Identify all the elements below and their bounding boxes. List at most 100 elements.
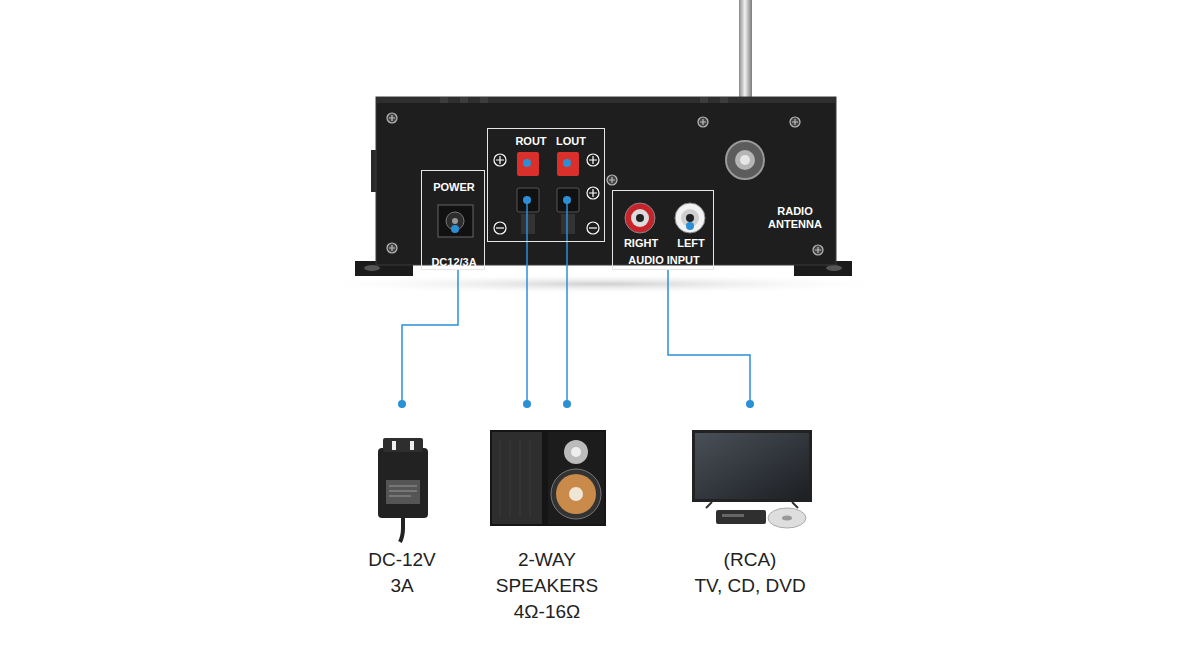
- panel-label: POWER: [433, 181, 475, 194]
- dc-jack: [452, 218, 458, 224]
- speaker-terminals: [587, 154, 599, 166]
- connector-dot: [523, 400, 531, 408]
- rca-sockets: [686, 214, 694, 222]
- screw: [815, 247, 821, 253]
- tv-and-players: [722, 514, 744, 517]
- connector-line: [668, 270, 750, 402]
- amplifier-housing: [700, 97, 708, 103]
- speaker-terminals: [557, 188, 579, 212]
- panel-label: LEFT: [677, 237, 705, 250]
- tv-and-players: [716, 510, 766, 524]
- speaker-terminals: [494, 154, 599, 234]
- speaker-device: 2-WAYSPEAKERS4Ω-16Ω: [465, 402, 630, 628]
- connector-dot: [746, 400, 754, 408]
- screw: [387, 113, 823, 255]
- speaker-terminals: [521, 214, 535, 234]
- tv-and-players: [692, 430, 812, 528]
- panel-label: AUDIO INPUT: [628, 254, 700, 267]
- speaker-terminals: [589, 189, 597, 197]
- tv-and-players: [706, 502, 798, 508]
- amplifier-housing: [440, 97, 448, 103]
- power-adapter: [410, 441, 414, 450]
- antenna-nut: [726, 141, 764, 179]
- panel-label: ROUT: [515, 135, 546, 148]
- power-adapter: [378, 448, 428, 518]
- connector-line: [566, 242, 568, 402]
- antenna-nut: [740, 155, 750, 165]
- rca-sockets: [631, 209, 649, 227]
- adapter-device: DC-12V3A: [355, 402, 450, 602]
- connector-line: [526, 242, 528, 402]
- amplifier-housing: [303, 274, 903, 294]
- panel-label: DC12/3A: [431, 256, 476, 269]
- power-adapter: [392, 441, 396, 450]
- tv-and-players: [692, 430, 812, 502]
- power-adapter: [383, 438, 423, 452]
- bookshelf-speaker: [492, 432, 542, 524]
- bookshelf-speaker: [556, 474, 596, 514]
- screw: [698, 117, 708, 127]
- tv-and-players: [768, 508, 806, 528]
- tv-and-players: [695, 433, 809, 499]
- antenna-nut: [726, 141, 764, 179]
- rca-sockets: [625, 203, 655, 233]
- screw: [387, 243, 397, 253]
- audio-input-panel: RIGHT LEFT AUDIO INPUT: [612, 190, 714, 270]
- antenna-nut: [735, 150, 755, 170]
- speaker-terminals: [517, 152, 539, 176]
- device-label: 4Ω-16Ω: [514, 600, 580, 624]
- speaker-terminals: [589, 156, 597, 164]
- bookshelf-speaker: [490, 430, 606, 526]
- panel-label: RADIO ANTENNA: [758, 205, 832, 231]
- rca-sockets: [675, 203, 705, 233]
- screw: [790, 117, 800, 127]
- power-adapter: [378, 438, 428, 542]
- speaker-terminals: [496, 156, 504, 164]
- power-adapter: [389, 486, 417, 496]
- bookshelf-speaker: [500, 440, 530, 516]
- dc-jack: [438, 205, 473, 237]
- screw: [389, 245, 395, 251]
- connector-line: [402, 270, 458, 402]
- device-label: TV, CD, DVD: [694, 574, 805, 598]
- amplifier-housing: [826, 265, 842, 271]
- screw: [387, 113, 397, 123]
- screw: [389, 115, 395, 121]
- device-label: DC-12V: [368, 548, 436, 572]
- speaker-terminals: [557, 152, 579, 176]
- amplifier-housing: [303, 0, 903, 294]
- rca-sockets: [686, 222, 694, 230]
- speaker-terminals: [523, 159, 531, 167]
- device-label: 3A: [390, 574, 413, 598]
- panel-label: RIGHT: [624, 237, 658, 250]
- power-adapter: [386, 480, 420, 504]
- amplifier-housing: [376, 97, 836, 265]
- speaker-terminals: [517, 188, 539, 212]
- amplifier-housing: [376, 97, 836, 103]
- screw: [607, 175, 617, 185]
- screw: [700, 119, 706, 125]
- bookshelf-speaker: [564, 440, 588, 464]
- bookshelf-speaker: [569, 487, 583, 501]
- device-label: SPEAKERS: [496, 574, 598, 598]
- amplifier-housing: [480, 97, 488, 103]
- speaker-terminals: [527, 200, 567, 242]
- speaker-terminals: [494, 152, 599, 242]
- speaker-terminals: [494, 222, 506, 234]
- dc-jack: [438, 205, 473, 237]
- device-label: (RCA): [724, 548, 777, 572]
- speaker-terminals: [587, 187, 599, 199]
- connector-dot: [398, 400, 406, 408]
- amplifier-housing: [720, 97, 728, 103]
- rca-sockets: [625, 203, 705, 233]
- speaker-terminals: [563, 159, 571, 167]
- rca-sockets: [636, 214, 644, 222]
- amplifier-housing: [364, 265, 380, 271]
- speaker-terminals: [587, 222, 599, 234]
- speaker-terminal-panel: ROUTLOUT: [487, 128, 605, 242]
- bookshelf-speaker: [548, 432, 604, 524]
